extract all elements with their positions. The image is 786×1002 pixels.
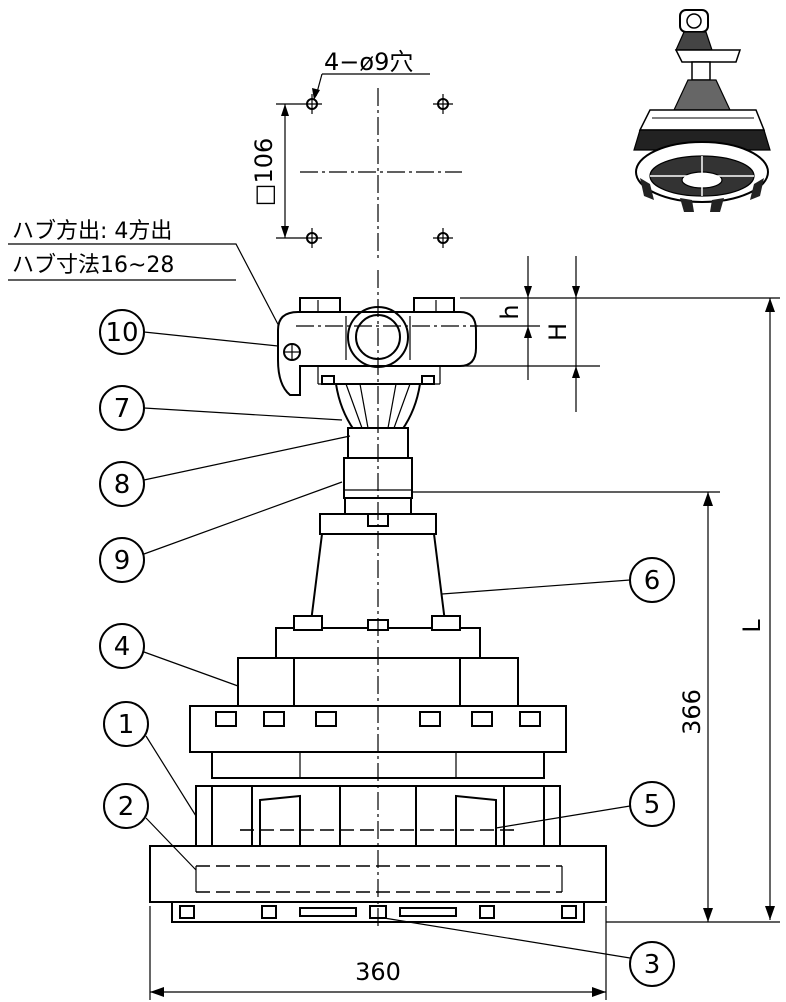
- mounting-hole: [433, 228, 453, 248]
- product-thumbnail: [633, 9, 771, 212]
- dimension-366: 366: [412, 491, 780, 923]
- svg-text:4: 4: [114, 632, 131, 662]
- balloon-6: 6: [441, 557, 675, 603]
- hub-labels: ハブ方出: 4方出 ハブ寸法16~28: [8, 219, 283, 333]
- balloon-7: 7: [99, 385, 343, 431]
- balloon-2: 2: [103, 783, 197, 871]
- dim-L-text: L: [738, 619, 766, 633]
- balloon-10: 10: [99, 309, 279, 355]
- hole-callout-text: 4−ø9穴: [324, 48, 413, 76]
- balloon-9: 9: [99, 481, 343, 583]
- balloon-8: 8: [99, 435, 351, 507]
- square-dim-text: □106: [250, 138, 278, 206]
- mounting-hole: [302, 228, 322, 248]
- mounting-hole: [302, 94, 322, 114]
- balloon-5: 5: [495, 781, 675, 829]
- dimension-360: 360: [149, 906, 607, 1000]
- svg-text:10: 10: [105, 318, 138, 348]
- mounting-hole: [433, 94, 453, 114]
- square-dimension: □106: [250, 103, 302, 239]
- svg-text:6: 6: [644, 566, 661, 596]
- svg-text:8: 8: [114, 470, 131, 500]
- hub-label-1: ハブ方出: 4方出: [12, 219, 172, 244]
- svg-text:2: 2: [118, 792, 135, 822]
- hole-callout: 4−ø9穴: [312, 48, 430, 100]
- balloon-3: 3: [383, 917, 675, 987]
- balloon-1: 1: [103, 701, 197, 817]
- dimension-L: L: [600, 297, 780, 920]
- dimension-h-H: h H: [460, 256, 600, 412]
- svg-text:9: 9: [114, 546, 131, 576]
- svg-text:7: 7: [114, 394, 131, 424]
- dim-h-text: h: [496, 304, 524, 319]
- junction-box: [277, 297, 478, 396]
- hub-label-2: ハブ寸法16~28: [12, 253, 174, 278]
- dim-360-text: 360: [355, 958, 401, 986]
- svg-text:5: 5: [644, 790, 661, 820]
- dim-H-text: H: [544, 323, 572, 341]
- svg-text:1: 1: [118, 710, 135, 740]
- svg-text:3: 3: [644, 950, 661, 980]
- balloon-4: 4: [99, 623, 239, 687]
- mounting-hole-pattern: [300, 88, 462, 262]
- dim-366-text: 366: [678, 689, 706, 735]
